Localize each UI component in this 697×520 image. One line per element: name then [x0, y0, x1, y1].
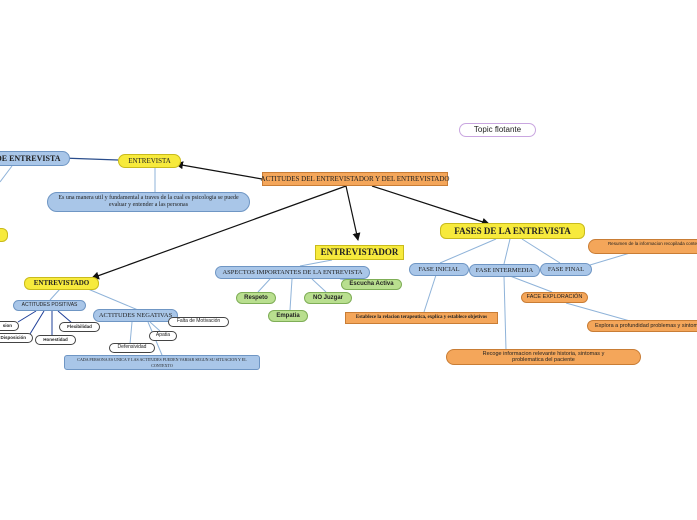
node-empatia[interactable]: Empatia [268, 310, 308, 322]
edge-tipos-left [0, 165, 13, 183]
node-fase-final[interactable]: FASE FINAL [540, 263, 592, 276]
node-fases[interactable]: FASES DE LA ENTREVISTA [440, 223, 585, 239]
edge-fases-final [521, 238, 561, 264]
edge-negativas-defensividad [129, 321, 133, 345]
node-apatia[interactable]: Apatia [149, 331, 177, 341]
node-falta-motivacion[interactable]: Falta de Motivación [168, 317, 229, 327]
edge-fases-intermedia [503, 238, 511, 265]
node-left-yellow-partial[interactable] [0, 228, 8, 242]
node-definicion[interactable]: Es una manera util y fundamental a trave… [47, 192, 250, 212]
edge-exploracion-explora [565, 302, 631, 322]
edge-aspectos-empatia [289, 278, 293, 311]
edge-aspectos-respeto [257, 278, 271, 293]
node-defensividad[interactable]: Defensividad [109, 343, 155, 353]
node-sion[interactable]: sion [0, 321, 19, 331]
edge-positivas-sion [17, 310, 37, 323]
edge-aspectos-nojuzgar [311, 278, 327, 293]
node-resumen[interactable]: Resumen de la informacion recopilada con… [588, 239, 697, 254]
edge-intermedia-recoge [503, 275, 507, 351]
node-honestidad[interactable]: Honestidad [35, 335, 76, 345]
edge-entrevistado-negativas [87, 288, 139, 311]
topic-flotante[interactable]: Topic flotante [459, 123, 536, 137]
node-entrevistador[interactable]: ENTREVISTADOR [315, 245, 404, 260]
edge-central-entrevista [175, 161, 263, 180]
node-establece[interactable]: Establece la relacion terapeutica, expli… [345, 312, 498, 324]
central-topic[interactable]: ACTITUDES DEL ENTREVISTADOR Y DEL ENTREV… [261, 172, 449, 186]
edge-inicial-establece [423, 274, 437, 313]
node-cada-persona[interactable]: CADA PERSONA ES UNICA Y LAS ACTITUDES PU… [64, 355, 260, 370]
edge-fases-inicial [439, 238, 497, 264]
node-explora[interactable]: Explora a profundidad problemas y sintom [587, 320, 697, 332]
node-entrevistado[interactable]: ENTREVISTADO [24, 277, 99, 290]
node-no-juzgar[interactable]: NO Juzgar [304, 292, 352, 304]
node-flexibilidad[interactable]: Flexibilidad [59, 322, 100, 332]
edge-entrevistado-positivas [49, 288, 61, 301]
edge-central-fases [371, 185, 490, 226]
node-fase-intermedia[interactable]: FASE INTERMEDIA [469, 264, 540, 277]
node-tipos-entrevista[interactable]: S DE ENTREVISTA [0, 151, 70, 166]
node-respeto[interactable]: Respeto [236, 292, 276, 304]
node-face-exploracion[interactable]: FACE EXPLORACIÓN [521, 292, 588, 303]
node-disposicion[interactable]: Disposición [0, 333, 33, 343]
node-actitudes-positivas[interactable]: ACTITUDES POSITIVAS [13, 300, 86, 311]
node-actitudes-negativas[interactable]: ACTITUDES NEGATIVAS [93, 309, 178, 322]
edge-entrevista-tipos [61, 154, 119, 163]
node-aspectos[interactable]: ASPECTOS IMPORTANTES DE LA ENTREVISTA [215, 266, 370, 279]
node-escucha-activa[interactable]: Escucha Activa [341, 279, 402, 290]
edge-positivas-flexibilidad [57, 310, 73, 324]
edge-negativas-apatia [149, 321, 161, 332]
node-recoge[interactable]: Recoge informacion relevante historia, s… [446, 349, 641, 365]
edge-central-entrevistador [345, 185, 361, 241]
edge-central-entrevistado [91, 185, 347, 280]
node-entrevista[interactable]: ENTREVISTA [118, 154, 181, 168]
edge-intermedia-exploracion [509, 275, 553, 293]
node-fase-inicial[interactable]: FASE INICIAL [409, 263, 469, 276]
edge-entrevistador-aspectos [299, 259, 333, 267]
edge-positivas-disposicion [29, 310, 45, 335]
